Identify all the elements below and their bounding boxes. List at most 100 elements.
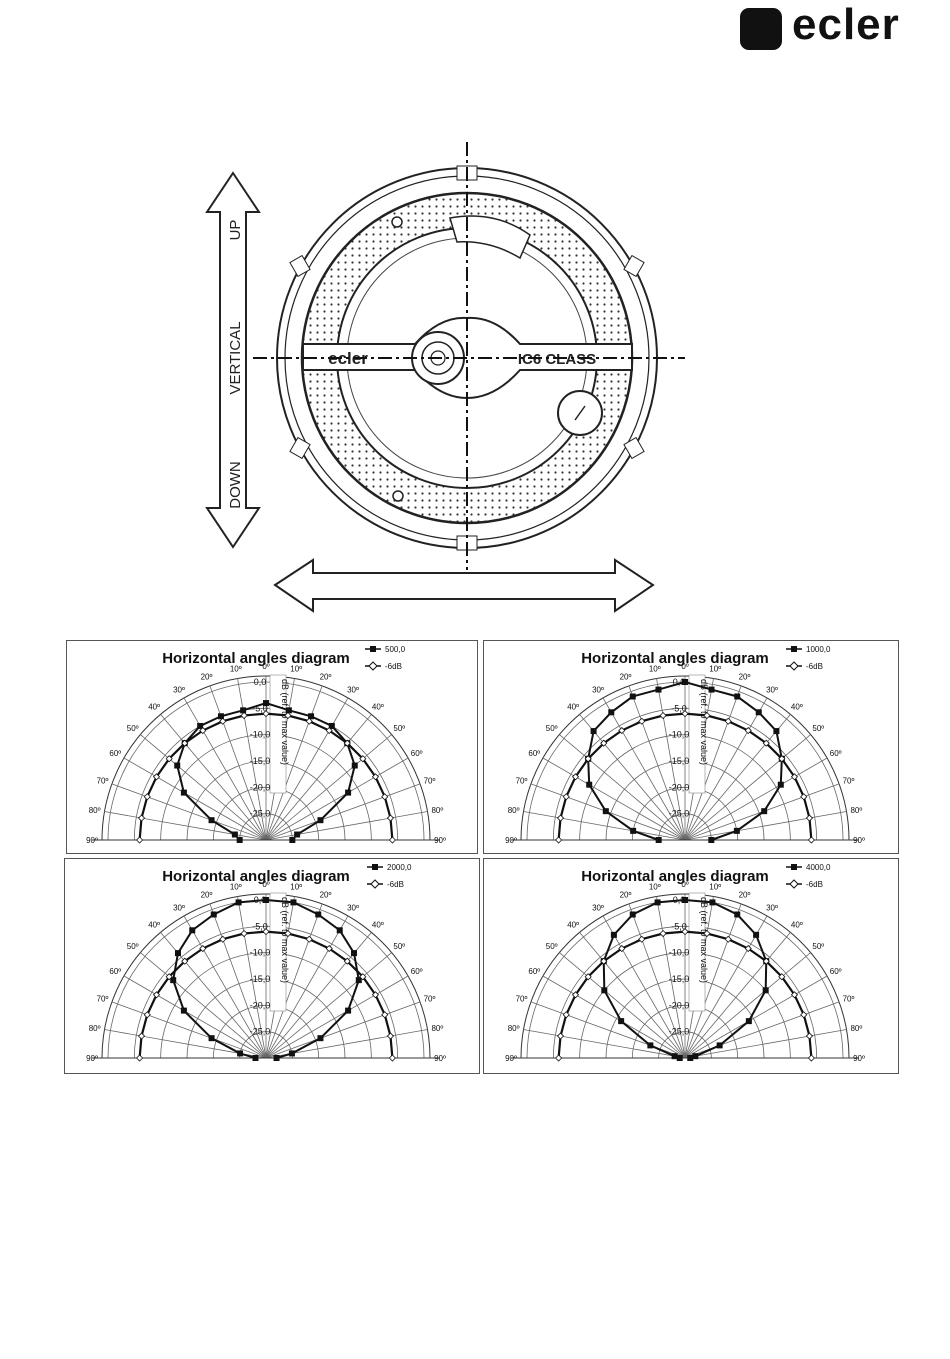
- grid-spoke: [265, 714, 372, 841]
- grid-spoke: [265, 757, 409, 841]
- radial-tick-label: -20,0: [669, 1000, 690, 1010]
- angle-label-left: 20º: [201, 890, 213, 899]
- legend-marker-diamond-icon: [789, 879, 799, 889]
- data-point-main: [308, 713, 315, 720]
- angle-label-left: 10º: [230, 665, 242, 674]
- angle-label-left: 30º: [592, 903, 604, 912]
- radial-tick-label: -5,0: [671, 921, 687, 931]
- bottom-screw-icon: [392, 490, 404, 502]
- grid-spoke: [265, 915, 349, 1059]
- data-point-main: [655, 837, 662, 843]
- data-point-6db: [762, 739, 770, 747]
- angle-label-right: 50º: [812, 724, 824, 733]
- grid-spoke: [602, 915, 686, 1059]
- data-point-main: [682, 679, 688, 685]
- grid-spoke: [111, 1001, 267, 1059]
- data-point-main: [629, 911, 636, 918]
- angle-label-left: 70º: [97, 776, 109, 785]
- angle-label-left: 80º: [508, 806, 520, 815]
- grid-spoke: [265, 1001, 421, 1059]
- angle-label-right: 10º: [709, 665, 721, 674]
- data-point-main: [687, 1055, 694, 1061]
- angle-label-right: 70º: [843, 994, 855, 1003]
- data-point-6db: [325, 726, 333, 735]
- data-point-main: [217, 713, 224, 720]
- data-point-6db: [305, 935, 313, 943]
- label-down: DOWN: [227, 461, 244, 509]
- angle-label-right: 30º: [347, 685, 359, 694]
- data-point-main: [654, 899, 661, 906]
- angle-label-left: 20º: [201, 672, 213, 681]
- angle-label-right: 80º: [850, 1024, 862, 1033]
- data-point-6db: [305, 717, 313, 725]
- grid-spoke: [104, 811, 267, 841]
- data-point-6db: [137, 814, 146, 822]
- angle-label-right: 90º: [434, 1054, 446, 1063]
- data-point-6db: [778, 973, 786, 981]
- radial-tick-label: -20,0: [669, 782, 690, 792]
- radial-tick-label: -25,0: [250, 809, 271, 819]
- grid-spoke: [684, 714, 791, 841]
- data-point-6db: [284, 929, 292, 938]
- grid-spoke: [140, 734, 267, 841]
- grid-spoke: [559, 734, 686, 841]
- data-point-6db: [556, 814, 565, 822]
- grid-spoke: [542, 975, 686, 1059]
- grid-spoke: [183, 697, 267, 841]
- angle-label-right: 80º: [431, 806, 443, 815]
- angle-label-left: 40º: [567, 703, 579, 712]
- data-point-6db: [584, 973, 592, 981]
- angle-label-right: 60º: [411, 967, 423, 976]
- data-point-main: [647, 1042, 654, 1049]
- axis-label-box: [269, 674, 287, 794]
- angle-label-right: 90º: [853, 1054, 865, 1063]
- data-point-6db: [681, 710, 689, 718]
- angle-label-left: 40º: [148, 703, 160, 712]
- grid-spoke: [265, 975, 409, 1059]
- grid-spoke: [265, 952, 392, 1059]
- label-up: UP: [227, 220, 244, 241]
- angle-label-left: 80º: [89, 1024, 101, 1033]
- angle-label-left: 0º: [681, 662, 688, 671]
- data-point-6db: [562, 793, 570, 801]
- data-point-6db: [584, 755, 592, 763]
- data-point-6db: [240, 929, 248, 938]
- data-point-main: [174, 950, 181, 957]
- legend-label-main: 2000,0: [387, 863, 412, 872]
- data-point-main: [773, 728, 780, 735]
- angle-label-right: 60º: [411, 749, 423, 758]
- angle-label-right: 40º: [372, 703, 384, 712]
- radial-tick-label: 0,0: [673, 677, 686, 687]
- data-point-6db: [805, 1032, 814, 1040]
- angle-label-left: 40º: [148, 921, 160, 930]
- data-point-6db: [571, 991, 580, 999]
- data-point-main: [252, 1055, 259, 1061]
- data-point-main: [608, 709, 615, 716]
- data-point-main: [236, 837, 243, 843]
- data-point-main: [170, 977, 177, 984]
- data-point-main: [709, 899, 716, 906]
- data-point-main: [761, 808, 768, 815]
- data-point-main: [682, 897, 688, 903]
- angle-label-left: 40º: [567, 921, 579, 930]
- grid-spoke: [123, 975, 267, 1059]
- data-point-main: [208, 817, 215, 824]
- data-point-6db: [262, 928, 270, 936]
- data-point-main: [180, 1007, 187, 1014]
- data-point-6db: [600, 957, 608, 965]
- data-point-main: [733, 827, 740, 834]
- data-point-6db: [219, 935, 227, 943]
- grid-spoke: [684, 734, 811, 841]
- data-point-6db: [137, 1032, 146, 1040]
- grid-spoke: [684, 697, 768, 841]
- grid-spoke: [684, 952, 811, 1059]
- grid-spoke: [160, 714, 267, 841]
- data-point-main: [294, 831, 301, 838]
- grid-spoke: [684, 975, 828, 1059]
- data-point-6db: [562, 1011, 570, 1019]
- data-point-6db: [386, 1032, 395, 1040]
- data-point-6db: [240, 711, 248, 720]
- data-point-main: [336, 927, 343, 934]
- grid-spoke: [628, 903, 686, 1059]
- data-point-6db: [744, 944, 752, 953]
